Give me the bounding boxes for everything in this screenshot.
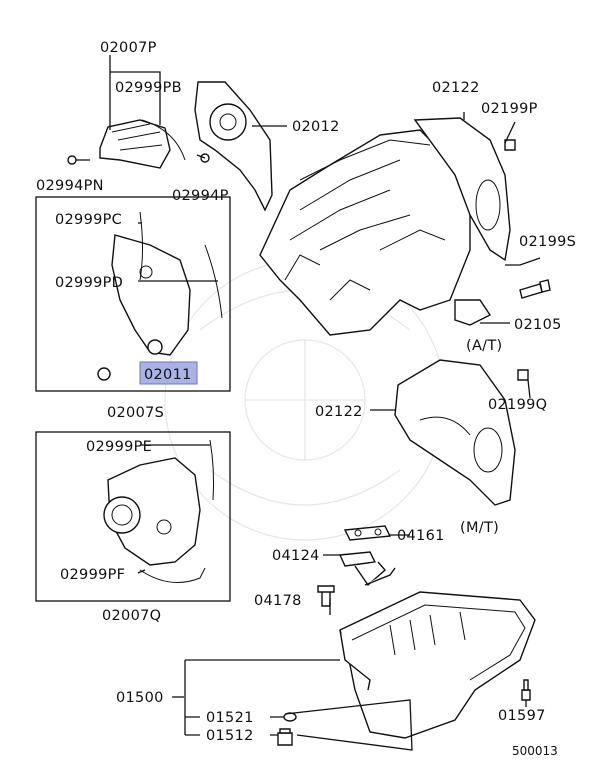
lower-cover-drawing bbox=[103, 439, 215, 583]
label-02999PB: 02999PB bbox=[115, 80, 182, 96]
box-02007S bbox=[35, 196, 231, 392]
strainer-04124-drawing bbox=[338, 551, 396, 587]
label-02007S: 02007S bbox=[107, 405, 164, 421]
bolt-02199P-drawing bbox=[504, 139, 516, 151]
leader-lines bbox=[137, 112, 541, 751]
highlight-02011 bbox=[139, 361, 198, 385]
label-01500: 01500 bbox=[116, 690, 164, 706]
gasket-04161-drawing bbox=[343, 525, 392, 541]
label-01521: 01521 bbox=[206, 710, 254, 726]
bolt-01597-drawing bbox=[521, 679, 531, 701]
label-02994PN: 02994PN bbox=[36, 178, 104, 194]
box-02007Q bbox=[35, 431, 231, 602]
label-01512: 01512 bbox=[206, 728, 254, 744]
label-02011[interactable]: 02011 bbox=[144, 367, 192, 383]
label-04124: 04124 bbox=[272, 548, 320, 564]
label-02007P: 02007P bbox=[100, 40, 157, 56]
label-02199P: 02199P bbox=[481, 101, 538, 117]
label-mt: (M/T) bbox=[460, 520, 499, 536]
label-01597: 01597 bbox=[498, 708, 546, 724]
engine-block-drawing bbox=[259, 117, 511, 336]
label-02122-mid: 02122 bbox=[315, 404, 363, 420]
label-02199Q: 02199Q bbox=[488, 397, 547, 413]
upper-timing-cover-drawing bbox=[67, 119, 186, 169]
label-04161: 04161 bbox=[397, 528, 445, 544]
middle-cover-drawing bbox=[97, 211, 223, 381]
label-at: (A/T) bbox=[466, 338, 502, 354]
label-02994P: 02994P bbox=[172, 188, 229, 204]
leader-02007P-right bbox=[110, 71, 161, 125]
label-02999PE: 02999PE bbox=[86, 439, 152, 455]
drain-plug-01512-drawing bbox=[277, 728, 293, 746]
label-02999PF: 02999PF bbox=[60, 567, 125, 583]
label-04178: 04178 bbox=[254, 593, 302, 609]
label-02012: 02012 bbox=[292, 119, 340, 135]
label-02105: 02105 bbox=[514, 317, 562, 333]
label-02199S: 02199S bbox=[519, 234, 576, 250]
bell-housing-cover-drawing bbox=[394, 359, 516, 506]
bolt-02199Q-drawing bbox=[517, 369, 529, 381]
label-02999PC: 02999PC bbox=[55, 212, 122, 228]
diagram-code: 500013 bbox=[512, 744, 558, 758]
label-02999PD: 02999PD bbox=[55, 275, 123, 291]
bolt-04178-drawing bbox=[317, 585, 335, 607]
label-02122-top: 02122 bbox=[432, 80, 480, 96]
oil-pan-drawing bbox=[339, 591, 536, 739]
bolt-02199S-drawing bbox=[519, 279, 551, 299]
label-02007Q: 02007Q bbox=[102, 608, 161, 624]
